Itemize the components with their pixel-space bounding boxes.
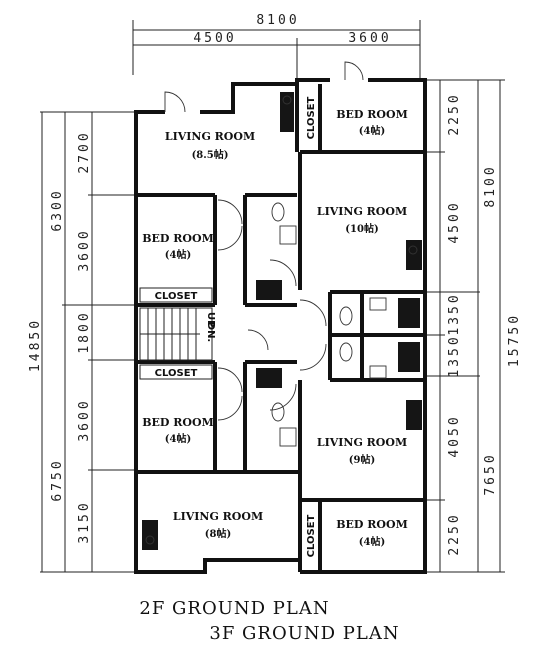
right-dimension-lines: 2250 4500 1350 1350 4050 2250 8100 7650 … bbox=[425, 79, 522, 573]
room-living-3-size: (9帖) bbox=[349, 453, 375, 466]
fixtures bbox=[142, 92, 422, 550]
closet-label-top-right: CLOSET bbox=[306, 96, 317, 139]
bathtub-right-upper bbox=[398, 298, 420, 328]
kitchen-counter-bottom bbox=[142, 520, 158, 550]
room-living-2-label: LIVING ROOM bbox=[317, 205, 407, 218]
dim-right-8100: 8100 bbox=[483, 164, 498, 207]
top-dimension-lines: 8100 4500 3600 bbox=[132, 13, 421, 80]
plan-title-2f: 2F GROUND PLAN bbox=[139, 598, 330, 619]
dim-left-3150: 3150 bbox=[77, 500, 92, 543]
dim-right-15750: 15750 bbox=[507, 313, 522, 367]
dim-left-total: 14850 bbox=[28, 318, 43, 372]
stove-burner-icon bbox=[282, 95, 292, 105]
kitchen-counter-top bbox=[280, 92, 294, 132]
door-swings bbox=[164, 61, 364, 421]
closet-label-lower: CLOSET bbox=[155, 368, 198, 379]
room-bed-1-size: (4帖) bbox=[359, 124, 385, 137]
sink-icon bbox=[369, 365, 387, 379]
room-bed-4-size: (4帖) bbox=[359, 535, 385, 548]
dim-right-4500: 4500 bbox=[447, 200, 462, 243]
dim-top-total: 8100 bbox=[256, 13, 299, 28]
dim-top-right: 3600 bbox=[348, 31, 391, 46]
sink-icon bbox=[369, 297, 387, 311]
left-dimension-lines: 14850 6300 6750 2700 3600 1800 3600 3150 bbox=[28, 111, 136, 573]
exterior-walls bbox=[134, 78, 427, 574]
dim-top-left: 4500 bbox=[193, 31, 236, 46]
room-living-3-label: LIVING ROOM bbox=[317, 436, 407, 449]
dim-left-lower: 6750 bbox=[50, 458, 65, 501]
bathtub-upper bbox=[256, 280, 282, 300]
room-bed-3-size: (4帖) bbox=[165, 432, 191, 445]
stove-burner-icon bbox=[408, 245, 418, 255]
sink-icon bbox=[279, 427, 297, 447]
dim-right-2250a: 2250 bbox=[447, 92, 462, 135]
toilet-icon bbox=[271, 402, 285, 422]
room-bed-2-size: (4帖) bbox=[165, 248, 191, 261]
stairs-dn-label: DN. bbox=[205, 322, 216, 342]
plan-title-3f: 3F GROUND PLAN bbox=[209, 623, 400, 644]
kitchen-counter-right-lower bbox=[406, 400, 422, 430]
room-bed-3-label: BED ROOM bbox=[142, 416, 214, 429]
dim-right-4050: 4050 bbox=[447, 414, 462, 457]
room-bed-4-label: BED ROOM bbox=[336, 518, 408, 531]
room-bed-1-label: BED ROOM bbox=[336, 108, 408, 121]
dim-left-upper: 6300 bbox=[50, 188, 65, 231]
room-living-4-label: LIVING ROOM bbox=[173, 510, 263, 523]
dim-left-2700: 2700 bbox=[77, 130, 92, 173]
dim-right-2250b: 2250 bbox=[447, 512, 462, 555]
stove-burner-icon bbox=[145, 535, 155, 545]
sink-icon bbox=[279, 225, 297, 245]
room-living-4-size: (8帖) bbox=[205, 527, 231, 540]
toilet-icon bbox=[339, 342, 353, 362]
dim-left-3600a: 3600 bbox=[77, 228, 92, 271]
closet-label-bottom-right: CLOSET bbox=[306, 514, 317, 557]
room-living-1-size: (8.5帖) bbox=[192, 148, 229, 161]
dim-right-7650: 7650 bbox=[483, 452, 498, 495]
bathtub-right-lower bbox=[398, 342, 420, 372]
stairs: DN. UP bbox=[139, 307, 216, 361]
bathtub-lower bbox=[256, 368, 282, 388]
closet-label-upper: CLOSET bbox=[155, 291, 198, 302]
room-labels: LIVING ROOM (8.5帖) BED ROOM (4帖) LIVING … bbox=[142, 108, 408, 548]
dim-left-1800: 1800 bbox=[77, 310, 92, 353]
kitchen-counter-right bbox=[406, 240, 422, 270]
dim-right-1350b: 1350 bbox=[447, 334, 462, 377]
toilet-icon bbox=[339, 306, 353, 326]
dim-left-3600b: 3600 bbox=[77, 398, 92, 441]
stairs-up-label: UP bbox=[205, 312, 216, 327]
closets: CLOSET CLOSET CLOSET CLOSET bbox=[139, 96, 317, 557]
room-bed-2-label: BED ROOM bbox=[142, 232, 214, 245]
toilet-icon bbox=[271, 202, 285, 222]
dim-right-1350a: 1350 bbox=[447, 292, 462, 335]
room-living-2-size: (10帖) bbox=[345, 222, 378, 235]
room-living-1-label: LIVING ROOM bbox=[165, 130, 255, 143]
